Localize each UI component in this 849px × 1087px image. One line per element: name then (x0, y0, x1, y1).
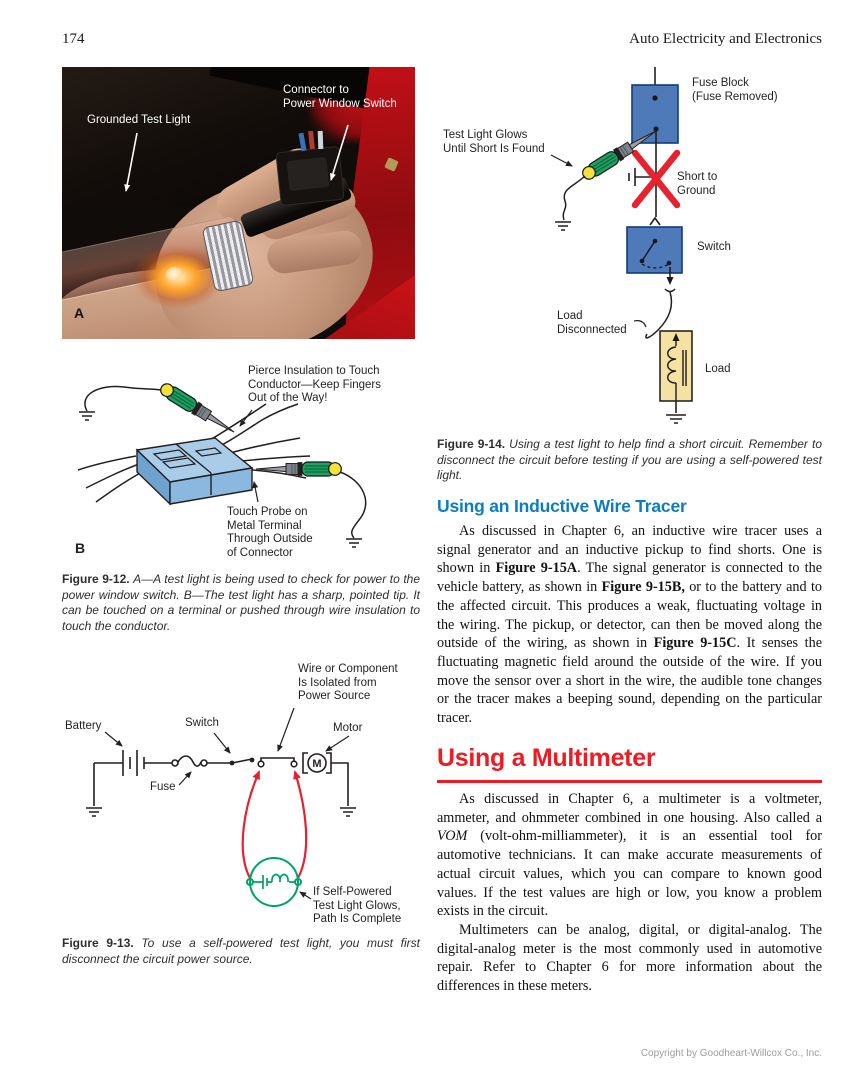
label-switch: Switch (697, 241, 731, 253)
test-light-ground-wire (562, 175, 586, 221)
label-motor: Motor (333, 722, 363, 734)
label-battery: Battery (65, 720, 102, 732)
switch-internals (639, 238, 674, 285)
test-light-bulb (166, 267, 182, 281)
paragraph: As discussed in Chapter 6, a multimeter … (437, 791, 822, 920)
label-isolated-wire: Wire or Component Is Isolated from Power… (298, 663, 398, 702)
label-load-disconnected: Load Disconnected (557, 310, 627, 336)
switch-contact-dot (249, 757, 255, 763)
load-arrowhead (672, 333, 680, 341)
red-x-mark (631, 149, 681, 209)
caption-lead: Figure 9-12. (62, 572, 130, 586)
motor-letter: M (312, 758, 321, 770)
fuse-terminal-dot (652, 95, 658, 101)
connector-block (135, 437, 254, 506)
arrow-touch-probe (252, 481, 259, 503)
test-light-lower (255, 461, 342, 477)
arrow-pierce (239, 409, 253, 427)
load-disconnected-pointer (633, 320, 647, 328)
figure-9-14-diagram: Fuse Block (Fuse Removed) Test Light Glo… (437, 63, 822, 433)
paragraph: Multimeters can be analog, digital, or d… (437, 921, 822, 995)
section-heading-inductive-wire-tracer: Using an Inductive Wire Tracer (437, 496, 687, 516)
caption-lead: Figure 9-13. (62, 936, 134, 950)
label-test-light-glows: Test Light Glows Until Short Is Found (443, 129, 545, 155)
arrow-to-connector (330, 124, 349, 181)
switch-contact-dot (229, 760, 235, 766)
arrow-to-test-light (124, 132, 138, 192)
disconnected-wire (645, 291, 673, 339)
test-light-upper (157, 380, 239, 439)
figure-9-13-diagram: M Battery Switch (62, 658, 420, 930)
load-ground (666, 401, 686, 424)
photo-label-test-light: Grounded Test Light (87, 114, 191, 126)
label-fuse: Fuse (150, 781, 176, 793)
circuit-drawing: M (86, 707, 356, 907)
caption-lead: Figure 9-14. (437, 437, 506, 451)
paragraph: As discussed in Chapter 6, an inductive … (437, 523, 823, 727)
disconnect-fork (664, 288, 676, 293)
self-powered-test-light-symbol (246, 857, 302, 907)
load-coil (667, 339, 687, 401)
label-pierce-insulation: Pierce Insulation to Touch Conductor—Kee… (248, 365, 381, 404)
label-path-complete: If Self-Powered Test Light Glows, Path I… (313, 886, 402, 925)
caption-text: To use a self-powered test light, you mu… (62, 936, 420, 966)
fuse-block-shape (631, 84, 679, 144)
main-circuit (86, 750, 356, 817)
label-switch: Switch (185, 717, 219, 729)
figure-9-12-photo: Grounded Test Light Connector to Power W… (62, 67, 415, 339)
label-arrows (104, 707, 350, 900)
short-circuit-drawing (550, 67, 693, 424)
arrow-to-test-light (550, 154, 573, 167)
running-head: Auto Electricity and Electronics (629, 31, 822, 47)
diagram-sublabel-b: B (75, 540, 86, 556)
caption-text: A—A test light is being used to check fo… (62, 572, 421, 633)
photo-label-connector: Connector to Power Window Switch (283, 84, 397, 110)
caption-text: Using a test light to help find a short … (437, 437, 823, 482)
multimeter-paragraph-block: As discussed in Chapter 6, a multimeter … (437, 790, 822, 996)
label-short-to-ground: Short to Ground (677, 171, 718, 197)
figure-9-12-diagram: Pierce Insulation to Touch Conductor—Kee… (62, 352, 420, 564)
photo-sublabel-a: A (74, 305, 85, 321)
figure-9-13-caption: Figure 9-13. To use a self-powered test … (62, 936, 420, 967)
inductive-paragraph-block: As discussed in Chapter 6, an inductive … (437, 522, 822, 728)
pierce-diagram-drawing (77, 380, 367, 548)
label-touch-probe: Touch Probe on Metal Terminal Through Ou… (227, 506, 313, 559)
test-light-ground (555, 221, 571, 231)
test-light-leads-red (241, 770, 308, 879)
photo-callout-arrows (124, 124, 349, 192)
up-arrowhead (649, 216, 661, 226)
short-to-ground-symbol (628, 168, 653, 186)
page-number: 174 (62, 31, 85, 47)
figure-9-14-caption: Figure 9-14. Using a test light to help … (437, 437, 822, 484)
switch-block-shape (626, 226, 683, 274)
figure-9-12-caption: Figure 9-12. A—A test light is being use… (62, 572, 420, 634)
label-load: Load (705, 363, 731, 375)
label-fuse-block: Fuse Block (Fuse Removed) (692, 77, 778, 103)
copyright-footer: Copyright by Goodheart-Willcox Co., Inc. (640, 1048, 822, 1059)
section-heading-using-a-multimeter: Using a Multimeter (437, 744, 822, 783)
